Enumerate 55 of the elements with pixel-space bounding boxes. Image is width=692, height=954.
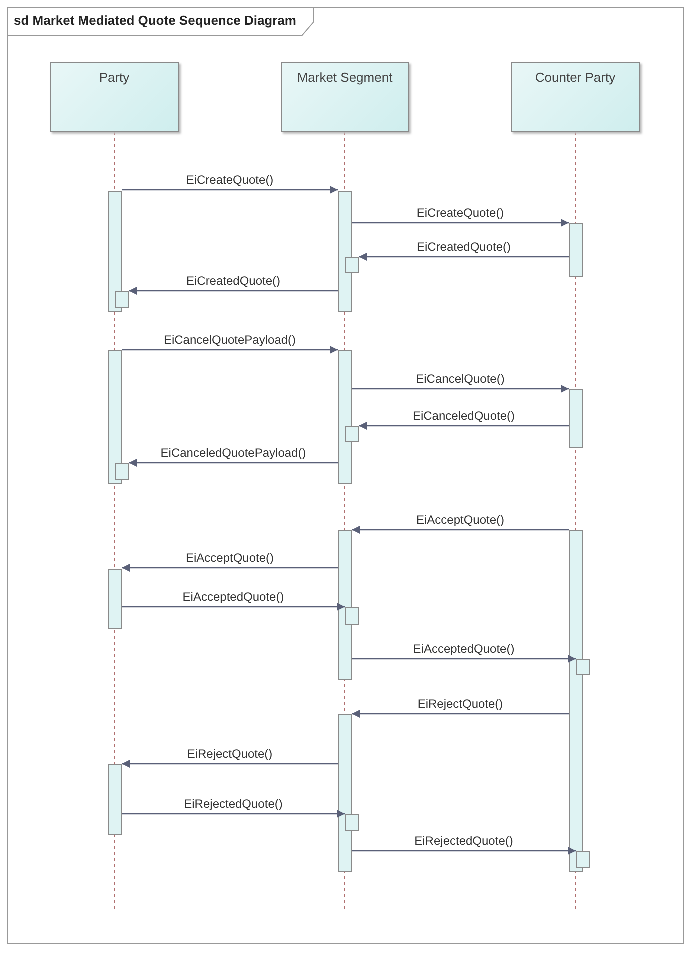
- message-label: EiCancelQuote(): [414, 372, 507, 386]
- message-arrow: [352, 847, 576, 855]
- activation-bar: [345, 607, 359, 625]
- message-arrow: [122, 760, 338, 768]
- message-arrow: [352, 219, 569, 227]
- message-label: EiCanceledQuotePayload(): [158, 446, 308, 460]
- message-label: EiCreatedQuote(): [184, 274, 283, 288]
- activation-bar: [108, 350, 122, 484]
- activation-bar: [108, 569, 122, 629]
- message-label: EiCancelQuotePayload(): [162, 333, 298, 347]
- activation-bar: [569, 223, 583, 277]
- activation-bar: [338, 191, 352, 312]
- message-arrow: [122, 810, 345, 818]
- message-label: EiRejectedQuote(): [182, 797, 285, 811]
- message-arrow: [352, 710, 569, 718]
- message-arrow: [352, 526, 569, 534]
- participant-box: Party: [50, 62, 179, 132]
- message-label: EiRejectQuote(): [185, 747, 275, 761]
- participant-box: Counter Party: [511, 62, 640, 132]
- activation-bar: [345, 814, 359, 831]
- message-arrow: [122, 564, 338, 572]
- message-arrow: [359, 422, 569, 430]
- message-label: EiCanceledQuote(): [410, 409, 518, 423]
- activation-bar: [338, 350, 352, 484]
- message-label: EiCreateQuote(): [414, 206, 506, 220]
- message-arrow: [352, 385, 569, 393]
- activation-bar: [345, 426, 359, 442]
- activation-bar: [576, 659, 590, 675]
- message-label: EiRejectedQuote(): [412, 834, 516, 848]
- message-arrow: [122, 186, 338, 194]
- activation-bar: [115, 291, 129, 308]
- message-label: EiAcceptedQuote(): [411, 642, 517, 656]
- message-arrow: [359, 253, 569, 261]
- message-label: EiCreatedQuote(): [414, 240, 514, 254]
- message-arrow: [129, 459, 338, 467]
- activation-bar: [108, 191, 122, 312]
- activation-bar: [338, 714, 352, 872]
- activation-bar: [569, 530, 583, 872]
- message-label: EiAcceptQuote(): [414, 513, 507, 527]
- message-label: EiRejectQuote(): [416, 697, 506, 711]
- activation-bar: [569, 389, 583, 448]
- message-label: EiCreateQuote(): [184, 173, 276, 187]
- activation-bar: [576, 851, 590, 868]
- activation-bar: [108, 764, 122, 835]
- activation-bar: [345, 257, 359, 273]
- message-arrow: [352, 655, 576, 663]
- activation-bar: [338, 530, 352, 680]
- message-label: EiAcceptQuote(): [184, 551, 276, 565]
- activation-bar: [115, 463, 129, 480]
- message-arrow: [122, 603, 345, 611]
- diagram-title: sd Market Mediated Quote Sequence Diagram: [14, 13, 296, 28]
- participant-box: Market Segment: [281, 62, 409, 132]
- message-arrow: [122, 346, 338, 354]
- message-label: EiAcceptedQuote(): [180, 590, 286, 604]
- message-arrow: [129, 287, 338, 295]
